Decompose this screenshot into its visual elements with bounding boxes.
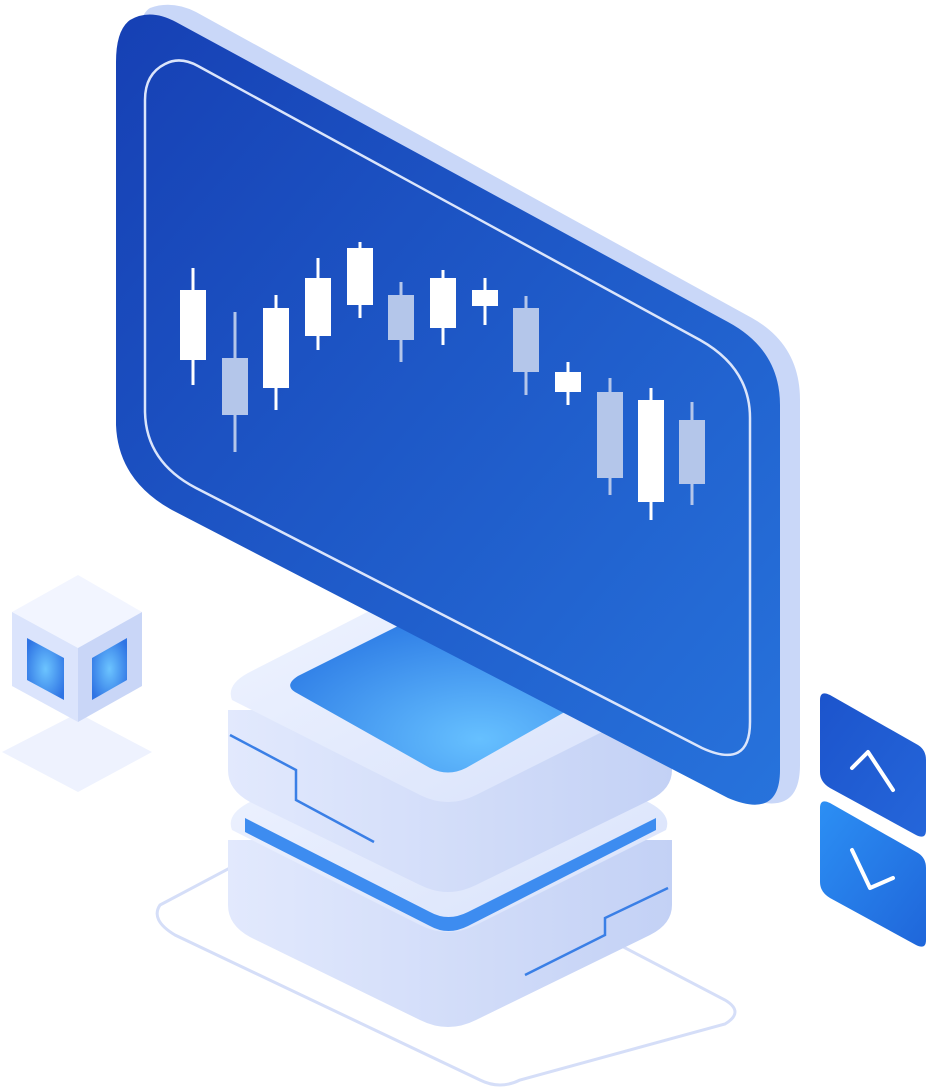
chevron-down-icon [850, 848, 895, 890]
chevron-up-icon [850, 750, 895, 792]
arrow-controls [820, 693, 926, 947]
candle-body [679, 420, 705, 484]
cube-top [12, 575, 142, 648]
pedestal-lower-side [228, 840, 672, 1027]
pedestal-circuit-line-1 [524, 886, 669, 977]
candlestick-chart [180, 242, 705, 520]
cube-shadow [2, 713, 152, 792]
candle [472, 278, 498, 325]
cube-icon [2, 575, 152, 792]
cube-right-window [92, 638, 127, 700]
cube-left-window [27, 638, 64, 700]
monitor [116, 4, 800, 805]
candle-body [638, 400, 664, 502]
up-button[interactable] [820, 693, 926, 837]
candle [513, 296, 539, 395]
candle [555, 362, 581, 405]
candle-body [430, 278, 456, 328]
candle-body [305, 278, 331, 336]
candle-body [388, 295, 414, 340]
candle-body [263, 308, 289, 388]
pedestal-circuit-line-2 [229, 733, 375, 844]
candle [263, 295, 289, 410]
monitor-screen [116, 14, 780, 805]
candle-body [222, 358, 248, 415]
candle-body [555, 372, 581, 392]
candle [222, 312, 248, 452]
candle-body [597, 392, 623, 478]
candle [597, 378, 623, 495]
down-button[interactable] [820, 801, 926, 947]
candle-body [513, 308, 539, 372]
candle-body [472, 290, 498, 306]
candle-body [347, 248, 373, 305]
monitor-inner-border [143, 59, 752, 757]
candle [347, 242, 373, 318]
candle [180, 268, 206, 385]
candle [638, 388, 664, 520]
candle-body [180, 290, 206, 360]
candle [388, 282, 414, 362]
candle [679, 402, 705, 505]
candle [305, 258, 331, 350]
candle [430, 270, 456, 345]
